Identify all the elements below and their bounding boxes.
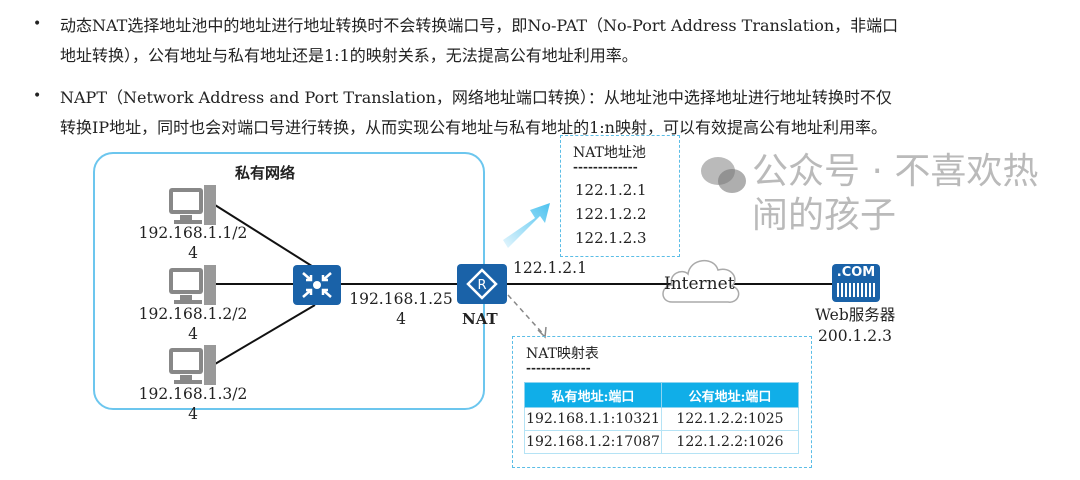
bullet-dot: • [33, 16, 42, 32]
switch-icon [293, 265, 341, 305]
table-cell: 192.168.1.1:10321 [524, 407, 662, 431]
nat-outside-ip: 122.1.2.1 [513, 259, 587, 277]
pc-icon [169, 265, 216, 305]
internet-label: Internet [664, 274, 735, 294]
bullet-text: 动态NAT选择地址池中的地址进行地址转换时不会转换端口号，即No-PAT（No-… [60, 16, 899, 35]
column-header: 私有地址:端口 [524, 382, 662, 408]
private-network-box [93, 152, 485, 410]
table-cell: 122.1.2.2:1026 [661, 430, 799, 454]
mapping-title: NAT映射表 [526, 346, 599, 362]
pool-divider: ------------- [573, 160, 638, 174]
nat-address-pool: NAT地址池 ------------- 122.1.2.1 122.1.2.2… [560, 135, 680, 257]
pc-icon [169, 185, 216, 225]
bullet-dot: • [33, 88, 42, 104]
bullet-text: 地址转换），公有地址与私有地址还是1:1的映射关系，无法提高公有地址利用率。 [60, 46, 638, 65]
nat-label: NAT [462, 310, 498, 328]
web-server-icon: .COM [832, 264, 880, 302]
table-cell: 192.168.1.2:17087 [524, 430, 662, 454]
server-ip: 200.1.2.3 [818, 327, 892, 345]
table-cell: 122.1.2.2:1025 [661, 407, 799, 431]
pool-address: 122.1.2.1 [575, 181, 647, 199]
router-icon: R [457, 264, 507, 304]
bullet-text: 转换IP地址，同时也会对端口号进行转换，从而实现公有地址与私有地址的1:n映射，… [60, 118, 887, 137]
pc-icon [169, 345, 216, 385]
mapping-divider: ------------- [526, 361, 591, 375]
cloud-icon [662, 260, 740, 303]
nat-mapping-box: NAT映射表 ------------- 私有地址:端口公有地址:端口 192.… [512, 336, 812, 468]
wechat-icon [701, 157, 746, 193]
pool-title: NAT地址池 [573, 145, 646, 161]
private-network-label: 私有网络 [235, 164, 296, 182]
pool-address: 122.1.2.3 [575, 229, 647, 247]
pool-address: 122.1.2.2 [575, 205, 647, 223]
svg-text:R: R [477, 278, 486, 293]
host-ip-label: 192.168.1.2/24 [138, 305, 248, 343]
host-ip-label: 192.168.1.1/24 [138, 224, 248, 262]
column-header: 公有地址:端口 [661, 382, 799, 408]
server-name: Web服务器 [815, 306, 896, 324]
server-badge: .COM [836, 265, 876, 280]
bullet-text: NAPT（Network Address and Port Translatio… [60, 88, 892, 107]
nat-inside-ip: 192.168.1.254 [349, 290, 453, 328]
watermark: 公众号 · 不喜欢热闹的孩子 [752, 151, 1039, 236]
host-ip-label: 192.168.1.3/24 [138, 385, 248, 423]
